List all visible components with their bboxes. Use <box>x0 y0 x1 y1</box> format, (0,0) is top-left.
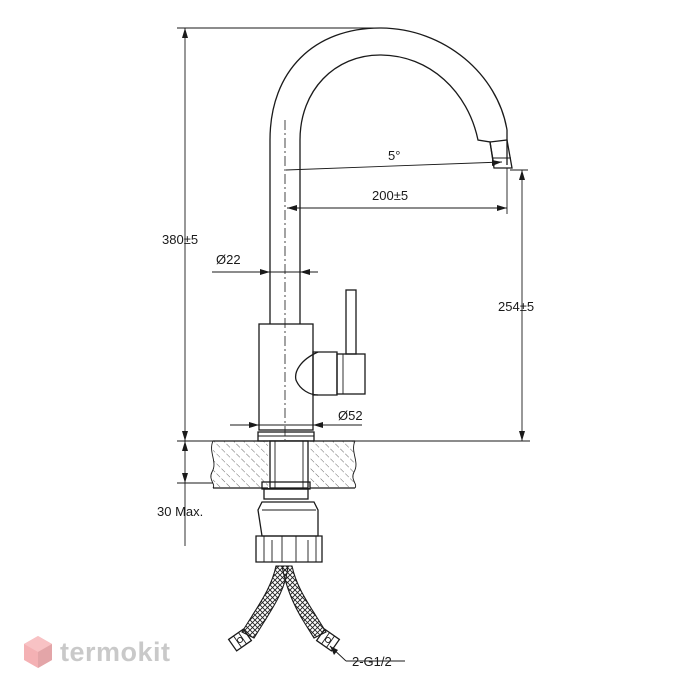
label-body-diameter: Ø52 <box>338 408 363 423</box>
faucet-spout <box>269 27 513 440</box>
dimension-spout-height <box>510 169 528 441</box>
dimension-max-countertop <box>177 441 213 546</box>
label-reach: 200±5 <box>372 188 408 203</box>
label-spout-diameter: Ø22 <box>216 252 241 267</box>
label-swivel-angle: 5° <box>388 148 400 163</box>
leader-hose-thread <box>329 645 405 662</box>
label-max-countertop: 30 Max. <box>157 504 203 519</box>
lock-nut <box>255 501 323 563</box>
faucet-body <box>258 289 366 431</box>
label-spout-height: 254±5 <box>498 299 534 314</box>
dimension-total-height <box>177 27 530 442</box>
countertop-section <box>210 440 357 489</box>
dimension-reach <box>287 168 508 214</box>
dimension-spout-diameter <box>212 269 318 275</box>
label-total-height: 380±5 <box>162 232 198 247</box>
flexible-hoses <box>227 565 341 652</box>
termokit-watermark: termokit <box>22 634 171 670</box>
dimension-swivel-angle <box>285 160 503 171</box>
label-hose-thread: 2-G1/2 <box>352 654 392 669</box>
termokit-logo-icon <box>24 636 52 668</box>
dimension-body-diameter <box>230 422 362 428</box>
brand-name: termokit <box>60 636 171 667</box>
